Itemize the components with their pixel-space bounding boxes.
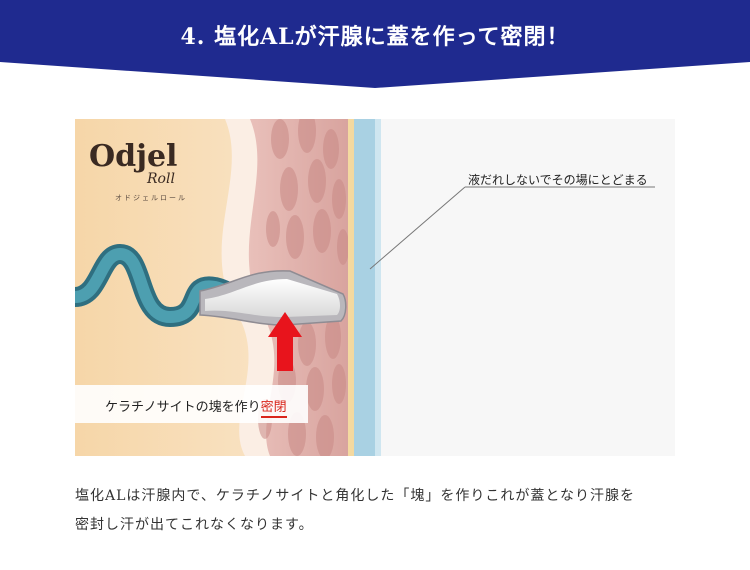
keratin-label-accent: 密閉	[260, 400, 287, 418]
keratin-label-main: ケラチノサイトの塊を作り	[105, 400, 261, 415]
description-line-1: 塩化ALは汗腺内で、ケラチノサイトと角化した「塊」を作りこれが蓋となり汗腺を	[75, 488, 636, 504]
epidermis-line	[348, 119, 354, 456]
brand-sub: Roll	[147, 171, 175, 187]
keratin-plug	[205, 279, 340, 317]
brand-logo: Odjel Roll オドジェルロール	[89, 133, 209, 213]
description: 塩化ALは汗腺内で、ケラチノサイトと角化した「塊」を作りこれが蓋となり汗腺を 密…	[75, 482, 685, 540]
description-line-2: 密封し汗が出てこれなくなります。	[75, 517, 314, 533]
brand-name: Odjel	[89, 139, 178, 174]
brand-kana: オドジェルロール	[115, 194, 187, 202]
header-banner-shape	[0, 0, 750, 88]
callout-pointer	[369, 186, 466, 270]
skin-cells	[258, 119, 349, 456]
red-arrow	[268, 312, 302, 371]
header-title: 4. 塩化ALが汗腺に蓋を作って密閉！	[180, 24, 570, 50]
callout-text: 液だれしないでその場にとどまる	[468, 173, 648, 187]
keratin-label: ケラチノサイトの塊を作り密閉	[75, 385, 308, 423]
keratin-label-text: ケラチノサイトの塊を作り密閉	[105, 396, 287, 418]
sweat-gland-illustration: Odjel Roll オドジェルロール 液だれしないでその場にとどまる ケラチノ…	[75, 119, 675, 456]
header-banner: 4. 塩化ALが汗腺に蓋を作って密閉！	[0, 0, 750, 88]
